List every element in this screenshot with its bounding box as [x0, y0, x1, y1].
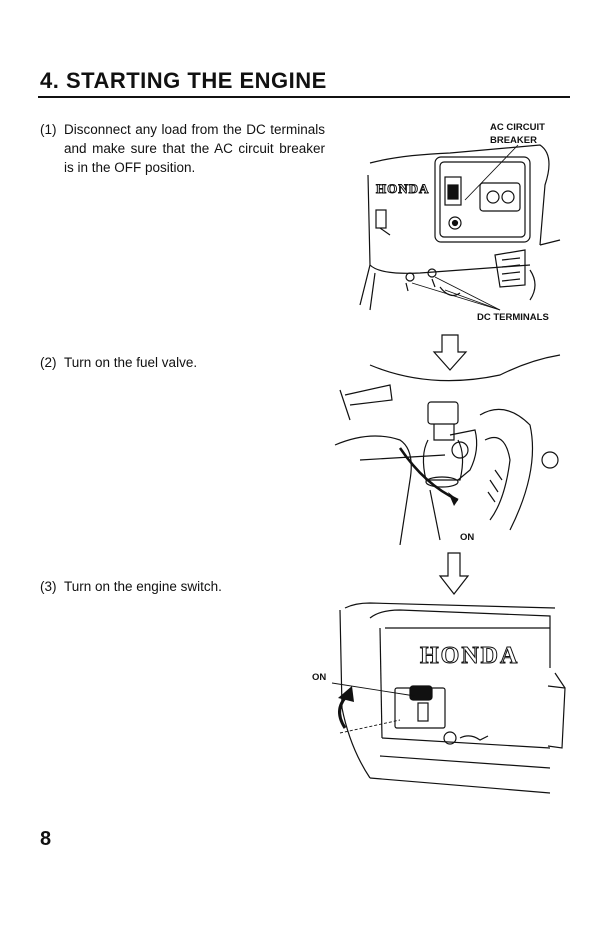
title-rule — [38, 96, 570, 98]
step-3-text: Turn on the engine switch. — [64, 579, 222, 594]
panel-logo: HONDA — [376, 181, 429, 196]
section-title: 4. STARTING THE ENGINE — [40, 68, 327, 93]
engine-switch-on-label: ON — [312, 672, 326, 683]
fuel-valve-illustration: ON — [334, 334, 561, 545]
ac-breaker-label-line2: BREAKER — [490, 135, 537, 146]
engine-panel-logo: HONDA — [420, 643, 519, 669]
step-1: (1) Disconnect any load from the DC term… — [40, 120, 325, 177]
step-1-text: Disconnect any load from the DC terminal… — [64, 122, 325, 175]
fuel-valve-on-label: ON — [460, 532, 474, 543]
dc-terminals-label: DC TERMINALS — [477, 312, 549, 323]
engine-switch-illustration: HONDA ON — [312, 552, 566, 794]
step-2: (2) Turn on the fuel valve. — [40, 353, 290, 372]
control-panel-illustration: HONDA AC CIRCUIT BREAKER DC TERMINALS — [359, 122, 561, 323]
step-1-number: (1) — [40, 122, 57, 137]
page-number: 8 — [40, 828, 52, 850]
step-3-number: (3) — [40, 579, 57, 594]
step-2-number: (2) — [40, 355, 57, 370]
step-3: (3) Turn on the engine switch. — [40, 577, 290, 596]
ac-breaker-label-line1: AC CIRCUIT — [490, 122, 545, 133]
step-2-text: Turn on the fuel valve. — [64, 355, 198, 370]
